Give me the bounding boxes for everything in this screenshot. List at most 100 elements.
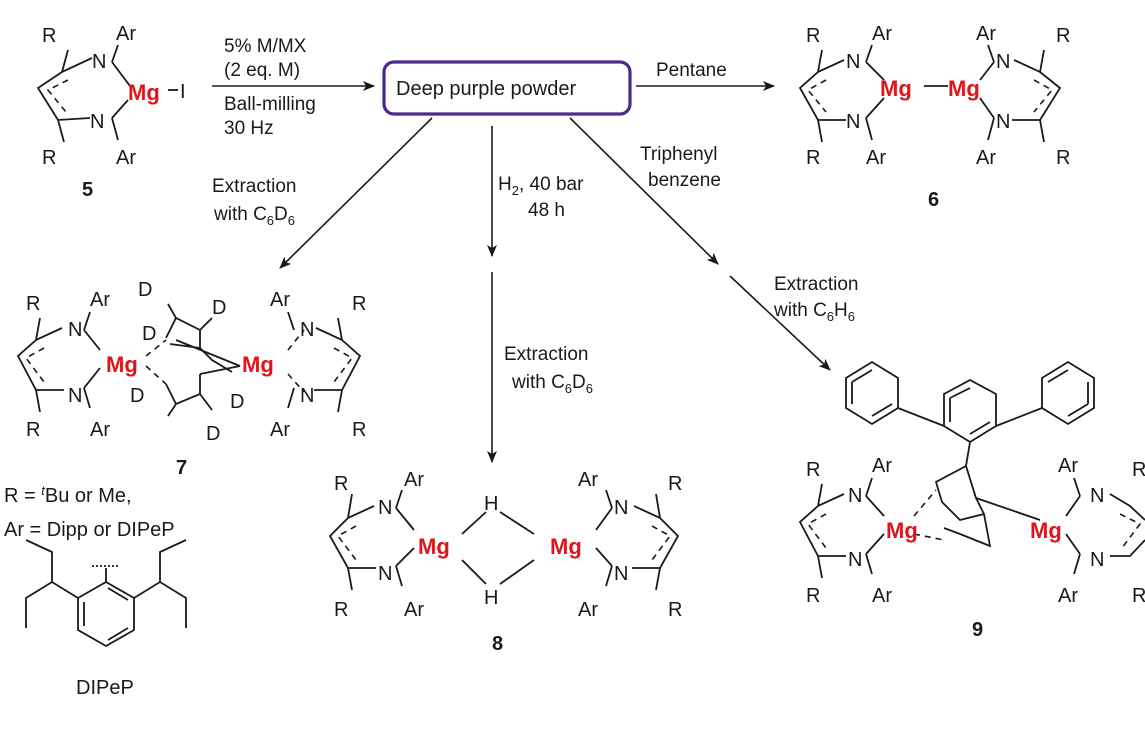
n-label: N: [378, 563, 392, 585]
mg-label: Mg: [1030, 518, 1062, 543]
n-label: N: [1090, 549, 1104, 571]
c8-sub6b: 6: [586, 381, 593, 396]
n-label: N: [996, 111, 1010, 133]
n-label: N: [378, 497, 392, 519]
ar-label: Ar: [1058, 585, 1078, 607]
ar-label: Ar: [404, 469, 424, 491]
ar-label: Ar: [578, 469, 598, 491]
n-label: N: [996, 51, 1010, 73]
step1-condition-2: (2 eq. M): [224, 60, 300, 81]
mg-label: Mg: [880, 76, 912, 101]
ar-label: Ar: [270, 419, 290, 441]
r-label: R: [1056, 25, 1070, 47]
r-label: R: [1132, 459, 1145, 481]
ar-label: Ar: [404, 599, 424, 621]
n-label: N: [614, 563, 628, 585]
ar-label: Ar: [872, 585, 892, 607]
h2-time: 48 h: [528, 200, 565, 221]
tpb-label-1: Triphenyl: [640, 144, 717, 165]
r-def-rest: Bu or Me,: [45, 485, 132, 507]
n-label: N: [68, 319, 82, 341]
n-label: N: [300, 319, 314, 341]
arrow-to-9: [729, 275, 831, 371]
h2-condition: H2, 40 bar: [498, 174, 584, 198]
mg-label: Mg: [418, 534, 450, 559]
ar-label: Ar: [90, 419, 110, 441]
deuterium-label: D: [206, 423, 220, 445]
c8-with-c: with C: [511, 372, 565, 393]
tpb-label-2: benzene: [648, 170, 721, 191]
n-label: N: [1090, 485, 1104, 507]
h2-pressure: , 40 bar: [519, 174, 584, 195]
compound-8-structure: R N Ar Mg N R Ar H H Mg Ar R N N Ar R 8: [328, 469, 682, 655]
ar-definition: Ar = Dipp or DIPeP: [4, 519, 175, 541]
arrow-to-7: [279, 117, 433, 269]
c8-d: D: [572, 372, 586, 393]
r-label: R: [806, 25, 820, 47]
r-label: R: [806, 459, 820, 481]
ar-label: Ar: [116, 23, 136, 45]
step1-condition-3: Ball-milling: [224, 94, 316, 115]
c8-condition-1: Extraction: [504, 344, 588, 365]
compound-5-number: 5: [82, 179, 93, 201]
ar-label: Ar: [976, 147, 996, 169]
c7-condition-2: with C6D6: [213, 204, 295, 228]
deuterium-label: D: [212, 297, 226, 319]
n-label: N: [846, 51, 860, 73]
compound-6-number: 6: [928, 189, 939, 211]
n-label: N: [846, 111, 860, 133]
mg-label: Mg: [550, 534, 582, 559]
intermediate-label: Deep purple powder: [396, 78, 576, 100]
r-def-prefix: R =: [4, 485, 41, 507]
ar-label: Ar: [976, 23, 996, 45]
n-label: N: [90, 111, 104, 133]
n-label: N: [848, 549, 862, 571]
c7-d: D: [274, 204, 288, 225]
dipep-structure: DIPeP: [25, 539, 187, 699]
ar-label: Ar: [866, 147, 886, 169]
compound-5-structure: R N Ar Mg I N R Ar 5: [36, 23, 186, 201]
c7-condition-1: Extraction: [212, 176, 296, 197]
n-label: N: [92, 51, 106, 73]
hydride-label: H: [484, 493, 498, 515]
dipep-label: DIPeP: [76, 677, 134, 699]
c9-with-c: with C: [773, 300, 827, 321]
c7-with-c: with C: [213, 204, 267, 225]
deuterium-label: D: [138, 279, 152, 301]
r-label: R: [806, 147, 820, 169]
r-label: R: [668, 599, 682, 621]
r-label: R: [1056, 147, 1070, 169]
hydride-label: H: [484, 587, 498, 609]
r-definition: R = tBu or Me,: [4, 483, 132, 507]
r-label: R: [352, 419, 366, 441]
c9-sub6a: 6: [827, 309, 834, 324]
r-label: R: [1132, 585, 1145, 607]
r-label: R: [334, 473, 348, 495]
deuterium-label: D: [230, 391, 244, 413]
n-label: N: [300, 385, 314, 407]
n-label: N: [68, 385, 82, 407]
mg-label: Mg: [128, 80, 160, 105]
intermediate-box: [382, 60, 632, 116]
mg-label: Mg: [106, 352, 138, 377]
c8-condition-2: with C6D6: [511, 372, 593, 396]
ar-label: Ar: [872, 23, 892, 45]
mg-label: Mg: [886, 518, 918, 543]
r-label: R: [668, 473, 682, 495]
c9-condition-1: Extraction: [774, 274, 858, 295]
c8-sub6a: 6: [565, 381, 572, 396]
compound-8-number: 8: [492, 633, 503, 655]
deuterium-label: D: [130, 385, 144, 407]
compound-9-structure: R N Ar Mg N R Ar Mg Ar N N Ar R R 9: [798, 360, 1145, 641]
mg-label: Mg: [242, 352, 274, 377]
n-label: N: [614, 497, 628, 519]
c7-sub6a: 6: [267, 213, 274, 228]
r-label: R: [26, 293, 40, 315]
iodine-label: I: [180, 81, 186, 103]
c9-h: H: [834, 300, 848, 321]
ar-label: Ar: [1058, 455, 1078, 477]
tpb-arrow: [569, 117, 719, 265]
r-def-sup: t: [41, 483, 46, 498]
r-label: R: [26, 419, 40, 441]
c9-condition-2: with C6H6: [773, 300, 855, 324]
